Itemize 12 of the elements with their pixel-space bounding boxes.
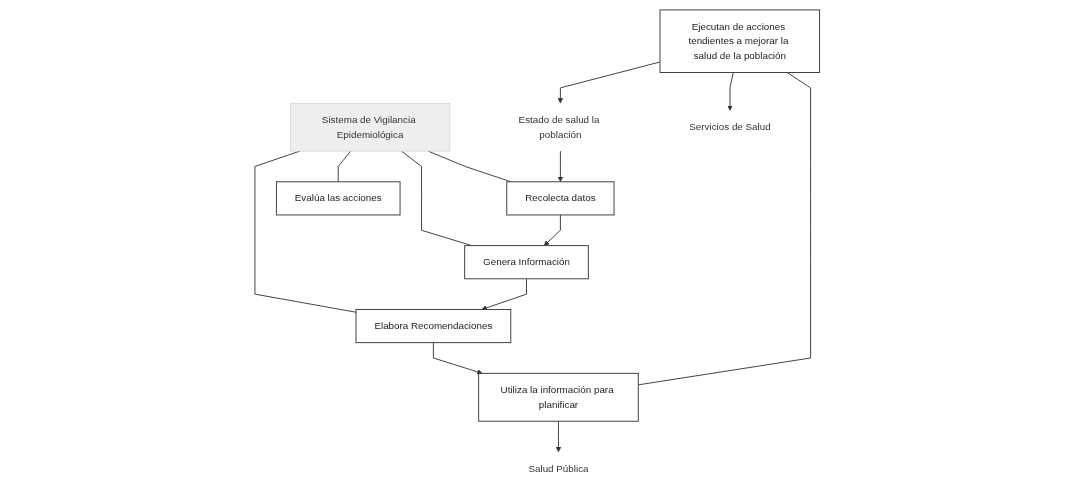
node-box: Elabora Recomendaciones [355,309,511,344]
connector [254,150,357,313]
node-box: Genera Información [463,245,589,280]
node-text: Servicios de Salud [689,121,771,133]
node-box: Evalúa las acciones [275,181,401,216]
node-box: Utiliza la información para planificar [477,372,639,422]
node-box: Ejecutan de acciones tendientes a mejorar la salud de la población [659,9,820,73]
connector [337,150,351,183]
node-text: Salud Pública [528,462,589,474]
node-box: Recolecta datos [506,181,615,216]
node-text: Estado de salud la población [518,114,600,140]
node-box: Sistema de Vigilancia Epidemiológica [289,102,450,152]
